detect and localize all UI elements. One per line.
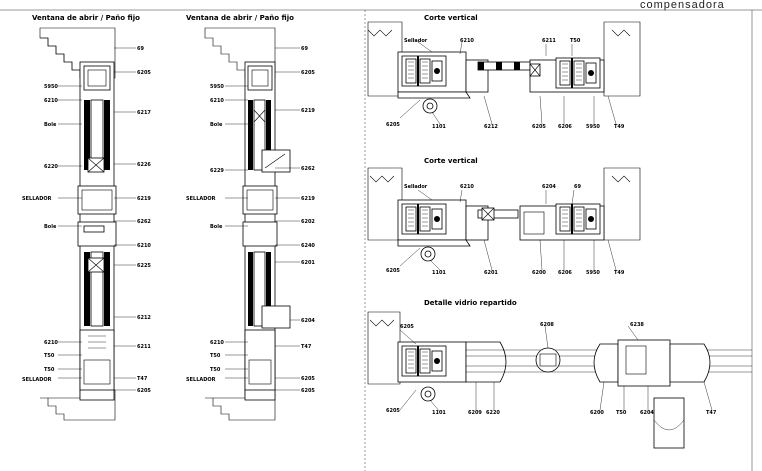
part-label: 6205 xyxy=(137,70,151,76)
part-label: 6205 xyxy=(301,376,315,382)
part-label: 6205 xyxy=(301,70,315,76)
part-label: T47 xyxy=(137,376,148,382)
part-label: T50 xyxy=(44,353,55,359)
part-label: 6205 xyxy=(301,388,315,394)
part-label: 6205 xyxy=(400,324,414,330)
part-label: 6205 xyxy=(386,122,400,128)
middle-vertical-section: Ventana de abrir / Paño fijo xyxy=(186,14,300,421)
part-label: 5950 xyxy=(586,270,600,276)
part-label: T50 xyxy=(570,38,581,44)
part-label: 6211 xyxy=(137,344,151,350)
part-label: 6217 xyxy=(137,110,151,116)
left-section-labels-right: 69 6205 6217 6226 6219 6262 6210 6225 62… xyxy=(137,46,151,394)
part-label: Bole xyxy=(210,122,223,128)
part-label: 6201 xyxy=(301,260,315,266)
part-label: 6206 xyxy=(558,124,572,130)
middle-section-labels-right: 69 6205 6219 6262 6219 6202 6240 6201 62… xyxy=(301,46,315,394)
part-label: Bole xyxy=(44,122,57,128)
part-label: 6210 xyxy=(44,98,58,104)
part-label: SELLADOR xyxy=(22,196,52,202)
part-label: 6219 xyxy=(137,196,151,202)
part-label: 6202 xyxy=(301,219,315,225)
part-label: 6205 xyxy=(532,124,546,130)
part-label: 6210 xyxy=(210,340,224,346)
part-label: 5950 xyxy=(210,84,224,90)
part-label: 6211 xyxy=(542,38,556,44)
part-label: 1101 xyxy=(432,124,446,130)
left-section-title: Ventana de abrir / Paño fijo xyxy=(32,14,140,22)
middle-horizontal-section: Corte vertical xyxy=(367,157,641,271)
part-label: 6200 xyxy=(590,410,604,416)
middle-section-labels-left: 5950 6210 Bole 6229 SELLADOR Bole 6210 T… xyxy=(186,84,224,383)
part-label: 69 xyxy=(574,184,581,190)
part-label: 6238 xyxy=(630,322,644,328)
part-label: 6210 xyxy=(460,184,474,190)
middle-section-title: Ventana de abrir / Paño fijo xyxy=(186,14,294,22)
part-label: 6262 xyxy=(301,166,315,172)
part-label: T50 xyxy=(44,367,55,373)
part-label: T50 xyxy=(210,367,221,373)
part-label: 6208 xyxy=(540,322,554,328)
part-label: 6210 xyxy=(137,243,151,249)
part-label: 6212 xyxy=(484,124,498,130)
part-label: 1101 xyxy=(432,270,446,276)
part-label: 6220 xyxy=(44,164,58,170)
part-label: 6205 xyxy=(386,408,400,414)
part-label: 6226 xyxy=(137,162,151,168)
part-label: 5950 xyxy=(586,124,600,130)
part-label: SELLADOR xyxy=(186,377,216,383)
part-label: 6200 xyxy=(532,270,546,276)
part-label: T47 xyxy=(301,344,312,350)
part-label: 6219 xyxy=(301,108,315,114)
top-section-labels: Sellador 6210 6211 T50 6205 1101 6212 62… xyxy=(386,38,625,130)
part-label: 1101 xyxy=(432,410,446,416)
part-label: 69 xyxy=(137,46,144,52)
part-label: 6229 xyxy=(210,168,224,174)
part-label: 6204 xyxy=(640,410,654,416)
part-label: T50 xyxy=(616,410,627,416)
middle-right-section-title: Corte vertical xyxy=(424,157,478,165)
part-label: 6210 xyxy=(44,340,58,346)
part-label: 6220 xyxy=(486,410,500,416)
left-section-labels-left: 5950 6210 Bole 6220 SELLADOR Bole 6210 T… xyxy=(22,84,58,383)
part-label: 6219 xyxy=(301,196,315,202)
part-label: 6212 xyxy=(137,315,151,321)
part-label: T50 xyxy=(210,353,221,359)
part-label: 6204 xyxy=(301,318,315,324)
middle-right-section-labels: Sellador 6210 6204 69 6205 1101 6201 620… xyxy=(386,184,625,276)
part-label: T47 xyxy=(706,410,717,416)
part-label: 6225 xyxy=(137,263,151,269)
bottom-section-title: Detalle vidrio repartido xyxy=(424,299,517,307)
part-label: Bole xyxy=(210,224,223,230)
glazing-bar-detail: Detalle vidrio repartido xyxy=(367,299,752,449)
part-label: 6209 xyxy=(468,410,482,416)
part-label: 6262 xyxy=(137,219,151,225)
part-label: 6240 xyxy=(301,243,315,249)
part-label: SELLADOR xyxy=(186,196,216,202)
part-label: 6201 xyxy=(484,270,498,276)
part-label: SELLADOR xyxy=(22,377,52,383)
part-label: 69 xyxy=(301,46,308,52)
top-horizontal-section: Corte vertical xyxy=(367,14,641,125)
left-vertical-section: Ventana de abrir / Paño fijo xyxy=(32,14,140,421)
drawing-title: compensadora xyxy=(640,0,725,11)
part-label: 6205 xyxy=(386,268,400,274)
part-label: Sellador xyxy=(404,38,428,44)
part-label: Bole xyxy=(44,224,57,230)
part-label: Sellador xyxy=(404,184,428,190)
part-label: T49 xyxy=(614,124,625,130)
part-label: 6206 xyxy=(558,270,572,276)
glazing-bar-labels: 6205 6208 6238 6205 1101 6209 6220 6200 … xyxy=(386,322,717,416)
part-label: T49 xyxy=(614,270,625,276)
part-label: 6204 xyxy=(542,184,556,190)
part-label: 6210 xyxy=(460,38,474,44)
part-label: 5950 xyxy=(44,84,58,90)
top-section-title: Corte vertical xyxy=(424,14,478,22)
part-label: 6205 xyxy=(137,388,151,394)
part-label: 6210 xyxy=(210,98,224,104)
